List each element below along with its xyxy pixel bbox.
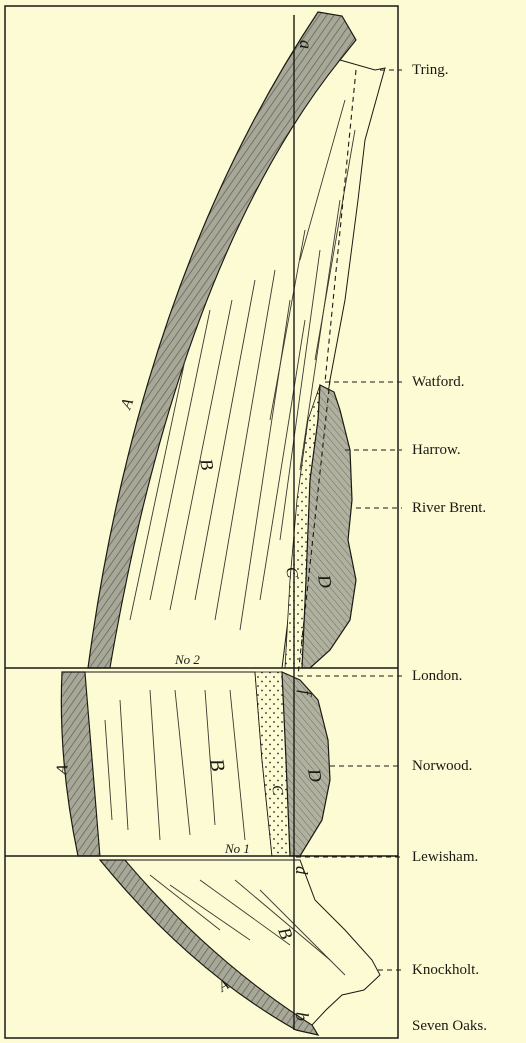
panel-label-no1: No 1 [224, 841, 250, 856]
section-letter-b: b [292, 1012, 312, 1021]
stratum-letter-a-upper: A [117, 396, 137, 412]
panel-lower-section [100, 860, 380, 1035]
stratum-d-band-2 [282, 672, 330, 856]
place-label-norwood: Norwood. [412, 758, 472, 775]
place-label-lewisham: Lewisham. [412, 849, 478, 866]
place-label-river-brent: River Brent. [412, 500, 486, 517]
panel-upper-section [88, 12, 385, 668]
place-label-knockholt: Knockholt. [412, 962, 479, 979]
panel-middle-section [61, 672, 330, 856]
place-label-london: London. [412, 668, 462, 685]
marker-letter-d: d [292, 866, 311, 875]
place-label-watford: Watford. [412, 374, 465, 391]
place-label-tring: Tring. [412, 62, 449, 79]
place-label-harrow: Harrow. [412, 442, 461, 459]
panel-label-no2: No 2 [174, 652, 200, 667]
place-label-seven-oaks: Seven Oaks. [412, 1018, 487, 1035]
section-letter-a: a [296, 40, 316, 49]
